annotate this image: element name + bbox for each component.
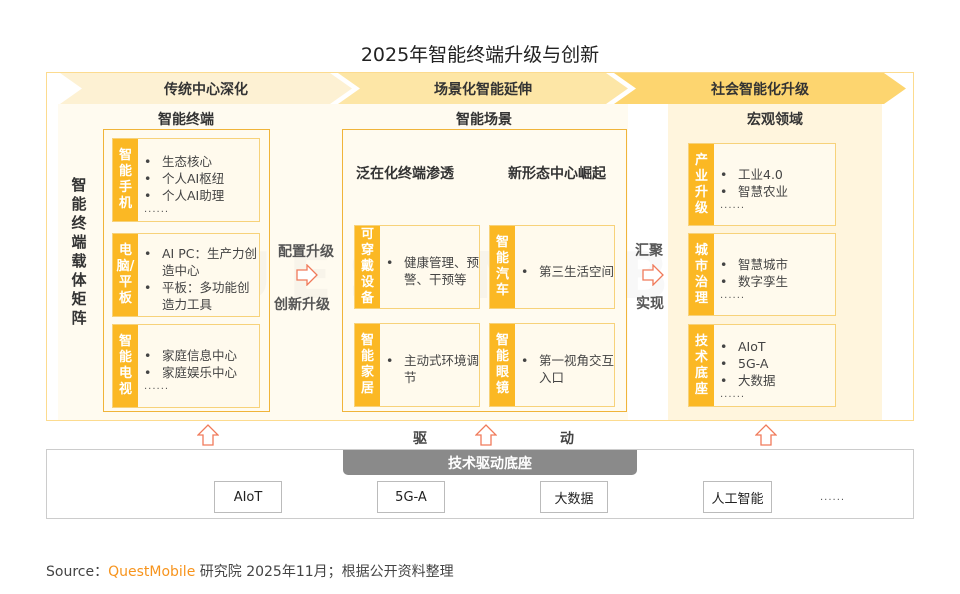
card: 技术底座AIoT5G-A大数据...... [688,324,836,407]
col1-header: 泛在化终端渗透 [356,166,454,182]
card-item: 家庭娱乐中心 [144,364,259,381]
card-item: 数字孪生 [720,273,835,290]
card-item: 第三生活空间 [521,263,614,280]
card-item: 主动式环境调节 [386,352,479,386]
drive-label-right: 动 [560,431,574,447]
card-body: 第三生活空间 [515,226,614,308]
card-tab: 智能汽车 [490,226,515,308]
card: 智能眼镜第一视角交互入口 [489,323,615,407]
card-item: 个人AI助理 [144,187,259,204]
source-prefix: Source： [46,564,109,580]
middle-header: 智能场景 [456,112,512,128]
card-tab: 产业升级 [689,144,714,225]
card-more: ...... [720,289,746,301]
card-tab: 城市治理 [689,234,714,315]
tech-base-header: 技术驱动底座 [343,450,637,475]
card-tab: 智能家居 [355,324,380,406]
card-body: 工业4.0智慧农业...... [714,144,835,225]
tech-item: 人工智能 [703,481,772,513]
tech-item: 大数据 [540,481,608,513]
transition-top: 配置升级 [278,244,334,260]
card-body: 智慧城市数字孪生...... [714,234,835,315]
card-tab: 智能眼镜 [490,324,515,406]
left-box [103,129,270,412]
card: 产业升级工业4.0智慧农业...... [688,143,836,226]
diagram-frame [46,72,914,421]
arrow-up-icon [755,424,777,446]
transition-bottom: 创新升级 [274,297,330,313]
card-tab: 智能电视 [113,325,138,407]
arrow-right-icon [642,264,664,286]
card: 城市治理智慧城市数字孪生...... [688,233,836,316]
card: 电脑/平板AI PC：生产力创造中心平板：多功能创造力工具 [112,233,260,317]
arrow-up-icon [475,424,497,446]
tech-base-box [46,449,914,519]
arrow-up-icon [197,424,219,446]
card-item: 生态核心 [144,153,259,170]
card-tab: 技术底座 [689,325,714,406]
card-more: ...... [720,389,746,400]
source-note: Source：QuestMobile 研究院 2025年11月；根据公开资料整理 [46,561,454,581]
card-body: 主动式环境调节 [380,324,479,406]
card-tab: 智能手机 [113,139,138,221]
arrow-right-icon [296,264,318,286]
card-more: ...... [144,203,170,215]
stage-chevron-3: 社会智能化升级 [614,73,906,104]
card-more: ...... [144,381,170,392]
page-title: 2025年智能终端升级与创新 [360,44,600,66]
card-item: 平板：多功能创造力工具 [144,279,259,313]
card-body: 健康管理、预警、干预等 [380,226,479,308]
drive-label-left: 驱 [413,431,427,447]
transition2-top: 汇聚 [635,243,663,259]
source-suffix: 研究院 2025年11月；根据公开资料整理 [195,564,454,580]
vertical-label: 智能终端载体矩阵 [71,176,87,327]
source-brand: QuestMobile [108,564,196,580]
card-item: 智慧农业 [720,183,835,200]
card-item: AI PC：生产力创造中心 [144,245,259,279]
card-item: 健康管理、预警、干预等 [386,254,479,288]
card-tab: 可穿戴设备 [355,226,380,308]
card: 智能电视家庭信息中心家庭娱乐中心...... [112,324,260,408]
stage-chevron-2: 场景化智能延伸 [338,73,628,104]
right-header: 宏观领域 [747,112,803,128]
col2-header: 新形态中心崛起 [508,166,606,182]
stage-chevron-1: 传统中心深化 [60,73,352,104]
tech-item: 5G-A [377,481,445,513]
middle-box [342,129,627,412]
card-item: AIoT [720,338,835,355]
tech-more: ...... [820,492,846,503]
card-item: 工业4.0 [720,166,835,183]
card-item: 第一视角交互入口 [521,352,614,386]
card-tab: 电脑/平板 [113,234,138,316]
card-body: 家庭信息中心家庭娱乐中心...... [138,325,259,407]
card-item: 5G-A [720,355,835,372]
card-body: 生态核心个人AI枢纽个人AI助理...... [138,139,259,221]
tech-item: AIoT [214,481,282,513]
card-body: 第一视角交互入口 [515,324,614,406]
card-item: 大数据 [720,372,835,389]
card: 可穿戴设备健康管理、预警、干预等 [354,225,480,309]
card-body: AI PC：生产力创造中心平板：多功能创造力工具 [138,234,259,316]
card: 智能家居主动式环境调节 [354,323,480,407]
card: 智能汽车第三生活空间 [489,225,615,309]
transition2-bottom: 实现 [636,296,664,312]
card-more: ...... [720,199,746,211]
card-item: 个人AI枢纽 [144,170,259,187]
card-body: AIoT5G-A大数据...... [714,325,835,406]
left-header: 智能终端 [158,112,214,128]
card: 智能手机生态核心个人AI枢纽个人AI助理...... [112,138,260,222]
card-item: 家庭信息中心 [144,347,259,364]
card-item: 智慧城市 [720,256,835,273]
